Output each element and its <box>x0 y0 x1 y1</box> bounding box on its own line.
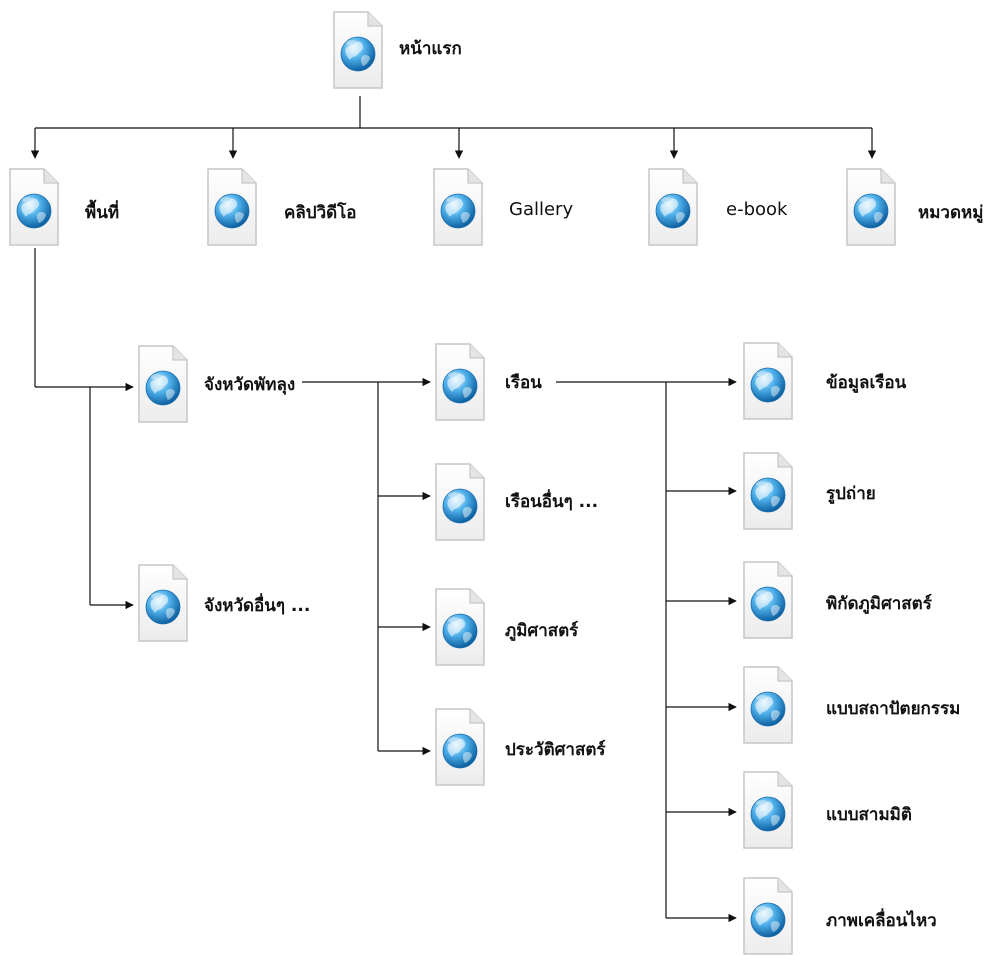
node-home[interactable]: หน้าแรก <box>333 11 462 89</box>
node-other-houses[interactable]: เรือนอื่นๆ ... <box>435 463 598 541</box>
web-page-globe-icon <box>743 342 793 420</box>
node-label: e-book <box>726 199 788 220</box>
node-label: รูปถ่าย <box>826 484 876 505</box>
node-photos[interactable]: รูปถ่าย <box>743 452 876 530</box>
node-3d-model[interactable]: แบบสามมิติ <box>743 771 912 849</box>
node-ebook[interactable]: e-book <box>648 168 788 246</box>
node-label: ประวัติศาสตร์ <box>505 739 606 760</box>
web-page-globe-icon <box>207 168 257 246</box>
web-page-globe-icon <box>743 771 793 849</box>
node-categories[interactable]: หมวดหมู่ <box>846 168 983 246</box>
province-connectors <box>302 377 431 756</box>
node-architecture[interactable]: แบบสถาปัตยกรรม <box>743 666 960 744</box>
node-label: พื้นที่ <box>85 199 119 223</box>
web-page-globe-icon <box>435 343 485 421</box>
node-gallery[interactable]: Gallery <box>433 168 573 246</box>
node-history[interactable]: ประวัติศาสตร์ <box>435 708 606 786</box>
node-label: ภาพเคลื่อนไหว <box>826 908 937 931</box>
web-page-globe-icon <box>435 588 485 666</box>
node-house-info[interactable]: ข้อมูลเรือน <box>743 342 907 420</box>
node-coordinates[interactable]: พิกัดภูมิศาสตร์ <box>743 561 933 639</box>
node-label: หมวดหมู่ <box>918 203 983 224</box>
node-province-others[interactable]: จังหวัดอื่นๆ ... <box>138 564 310 642</box>
node-label: แบบสถาปัตยกรรม <box>826 699 960 719</box>
house-connectors <box>556 377 737 923</box>
web-page-globe-icon <box>846 168 896 246</box>
node-province-phatthalung[interactable]: จังหวัดพัทลุง <box>138 345 295 423</box>
web-page-globe-icon <box>648 168 698 246</box>
node-label: หน้าแรก <box>399 39 462 59</box>
web-page-globe-icon <box>138 345 188 423</box>
node-label: ข้อมูลเรือน <box>826 372 907 394</box>
web-page-globe-icon <box>743 666 793 744</box>
node-geography[interactable]: ภูมิศาสตร์ <box>435 588 579 666</box>
web-page-globe-icon <box>138 564 188 642</box>
node-label: คลิปวิดีโอ <box>284 202 357 223</box>
web-page-globe-icon <box>435 708 485 786</box>
root-connectors <box>30 96 877 159</box>
node-house[interactable]: เรือน <box>435 343 542 421</box>
node-area[interactable]: พื้นที่ <box>9 168 119 246</box>
node-video-clips[interactable]: คลิปวิดีโอ <box>207 168 357 246</box>
node-label: พิกัดภูมิศาสตร์ <box>826 593 933 615</box>
web-page-globe-icon <box>9 168 59 246</box>
web-page-globe-icon <box>743 561 793 639</box>
web-page-globe-icon <box>433 168 483 246</box>
node-animation[interactable]: ภาพเคลื่อนไหว <box>743 877 937 955</box>
node-label: แบบสามมิติ <box>826 805 912 825</box>
node-label: เรือนอื่นๆ ... <box>505 489 598 512</box>
area-connectors <box>34 248 134 610</box>
web-page-globe-icon <box>435 463 485 541</box>
node-label: Gallery <box>509 199 573 220</box>
node-label: ภูมิศาสตร์ <box>505 620 579 642</box>
node-label: เรือน <box>505 372 542 393</box>
node-label: จังหวัดพัทลุง <box>204 375 295 395</box>
node-label: จังหวัดอื่นๆ ... <box>204 593 310 616</box>
web-page-globe-icon <box>743 452 793 530</box>
web-page-globe-icon <box>743 877 793 955</box>
web-page-globe-icon <box>333 11 383 89</box>
